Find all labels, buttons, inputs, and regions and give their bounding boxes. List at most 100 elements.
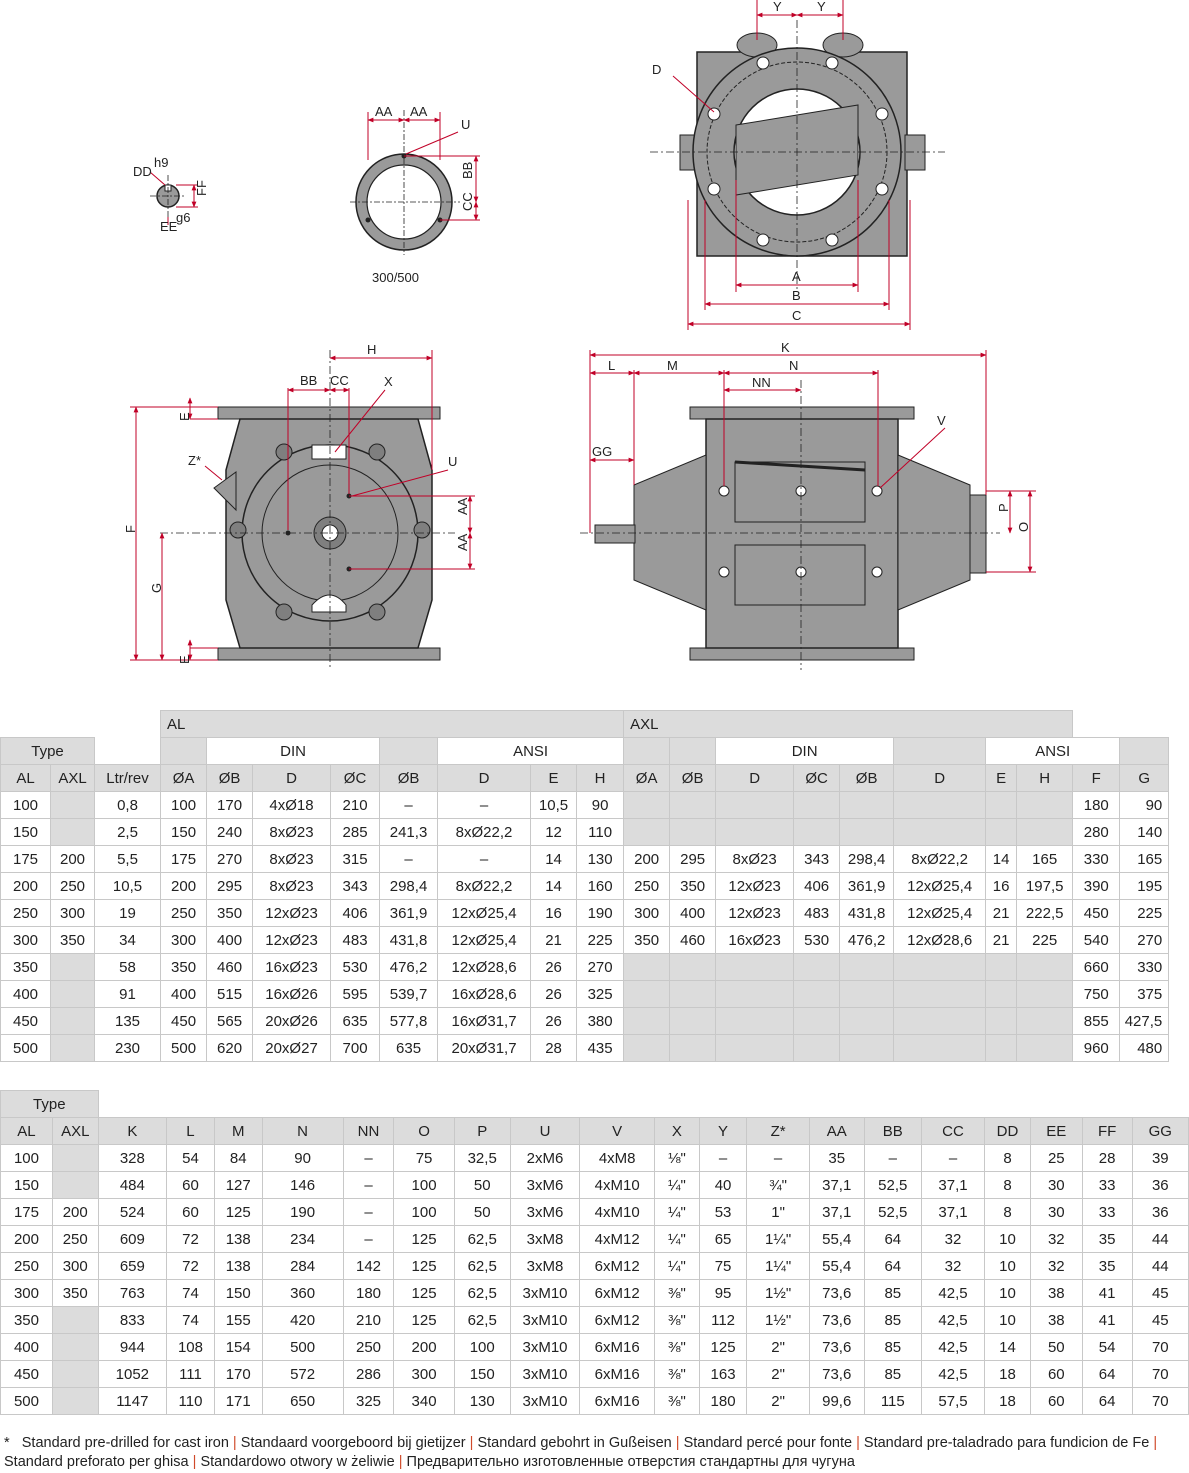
table1-col-header: E xyxy=(985,764,1018,792)
table-cell: 16 xyxy=(530,899,578,927)
label-aa-front-1: AA xyxy=(455,497,470,515)
table-cell: 298,4 xyxy=(839,845,895,873)
table-cell xyxy=(1016,791,1074,819)
table1-col-header: F xyxy=(1072,764,1121,792)
table-cell: 32 xyxy=(920,1225,986,1253)
table1-col-header: ØB xyxy=(379,764,439,792)
table-cell: 1052 xyxy=(97,1360,168,1388)
table-cell: 16xØ23 xyxy=(252,953,332,981)
table-cell: 10 xyxy=(984,1252,1031,1280)
table-cell: 60 xyxy=(166,1171,215,1199)
table-cell: 12xØ23 xyxy=(252,926,332,954)
table-cell: 300 xyxy=(393,1360,455,1388)
table-cell: 295 xyxy=(206,872,254,900)
table-cell: 5,5 xyxy=(93,845,162,873)
table-cell: 18 xyxy=(984,1360,1031,1388)
table-cell: 85 xyxy=(863,1306,922,1334)
table-cell: 500 xyxy=(160,1034,208,1062)
table-cell: 125 xyxy=(393,1279,455,1307)
table-cell: 1" xyxy=(746,1198,810,1226)
table-cell: 57,5 xyxy=(920,1387,986,1415)
table-cell: 500 xyxy=(261,1333,344,1361)
table-cell xyxy=(1016,1034,1074,1062)
table-cell: 70 xyxy=(1131,1360,1189,1388)
table-cell: 390 xyxy=(1072,872,1121,900)
table-cell: 8xØ22,2 xyxy=(893,845,987,873)
table-cell: 52,5 xyxy=(863,1198,922,1226)
table2-col-header: V xyxy=(579,1117,656,1145)
table-cell: 315 xyxy=(330,845,381,873)
table-cell xyxy=(715,1007,795,1035)
table-cell: 12xØ25,4 xyxy=(893,872,987,900)
table-cell: 3xM10 xyxy=(509,1387,581,1415)
table-cell: 225 xyxy=(576,926,625,954)
table-cell xyxy=(715,818,795,846)
table-cell: 12xØ23 xyxy=(715,872,795,900)
table-cell: 270 xyxy=(206,845,254,873)
label-e-bottom: E xyxy=(177,655,192,664)
table-cell: 33 xyxy=(1081,1171,1133,1199)
label-e-top: E xyxy=(177,412,192,421)
table-cell: 100 xyxy=(0,791,51,819)
table-cell: 539,7 xyxy=(379,980,439,1008)
table-cell: 530 xyxy=(793,926,841,954)
table-cell: 350 xyxy=(0,1306,53,1334)
table-cell: 75 xyxy=(698,1252,748,1280)
table-cell: 62,5 xyxy=(453,1279,511,1307)
table-cell xyxy=(715,791,795,819)
table-cell: 195 xyxy=(1119,872,1170,900)
table-cell: 16xØ26 xyxy=(252,980,332,1008)
table-cell xyxy=(893,980,987,1008)
table-cell: 500 xyxy=(0,1034,51,1062)
table-cell: 180 xyxy=(698,1387,748,1415)
table-cell: 20xØ26 xyxy=(252,1007,332,1035)
table-cell: 620 xyxy=(206,1034,254,1062)
table-cell xyxy=(839,1007,895,1035)
table-cell: 635 xyxy=(330,1007,381,1035)
footnote-item-1: Standard pre-drilled for cast iron xyxy=(21,1435,229,1451)
table-cell: 112 xyxy=(698,1306,748,1334)
table-cell: 125 xyxy=(393,1252,455,1280)
table-cell: 16xØ31,7 xyxy=(437,1007,532,1035)
table-cell: 12xØ23 xyxy=(715,899,795,927)
table-cell xyxy=(669,953,717,981)
table-cell: 450 xyxy=(0,1360,53,1388)
table-cell: – xyxy=(746,1144,810,1172)
table1-col-header: AXL xyxy=(50,764,95,792)
table1-col-header: ØB xyxy=(839,764,895,792)
table-cell: 484 xyxy=(97,1171,168,1199)
label-o: O xyxy=(1016,522,1031,532)
table2-col-header: CC xyxy=(920,1117,986,1145)
table-cell: ⅜" xyxy=(654,1360,700,1388)
table-cell xyxy=(50,1007,95,1035)
footnote-item-6: Standard preforato per ghisa xyxy=(4,1454,189,1470)
footnote: * Standard pre-drilled for cast iron | S… xyxy=(4,1435,1158,1470)
table-cell: 540 xyxy=(1072,926,1121,954)
label-y-left: Y xyxy=(773,0,782,14)
table-cell: 500 xyxy=(0,1387,53,1415)
table-cell: 8xØ23 xyxy=(252,818,332,846)
t2-type-header: Type xyxy=(0,1090,99,1118)
table-cell xyxy=(50,953,95,981)
table-cell xyxy=(1016,1007,1074,1035)
table2-col-header: NN xyxy=(342,1117,395,1145)
table-cell: 42,5 xyxy=(920,1279,986,1307)
table-cell: 64 xyxy=(1081,1360,1133,1388)
table-cell: 6xM12 xyxy=(579,1279,656,1307)
table-cell: 16xØ28,6 xyxy=(437,980,532,1008)
table-cell: 234 xyxy=(261,1225,344,1253)
table-cell: 660 xyxy=(1072,953,1121,981)
table-cell: 944 xyxy=(97,1333,168,1361)
table-cell: 250 xyxy=(0,1252,53,1280)
table-cell: 60 xyxy=(1029,1387,1083,1415)
label-u-front: U xyxy=(448,454,457,469)
table1-col-header: ØC xyxy=(330,764,381,792)
shaft-end-detail: DD h9 EE g6 FF xyxy=(133,155,209,234)
table1-col-header: D xyxy=(252,764,332,792)
table-cell: 361,9 xyxy=(379,899,439,927)
